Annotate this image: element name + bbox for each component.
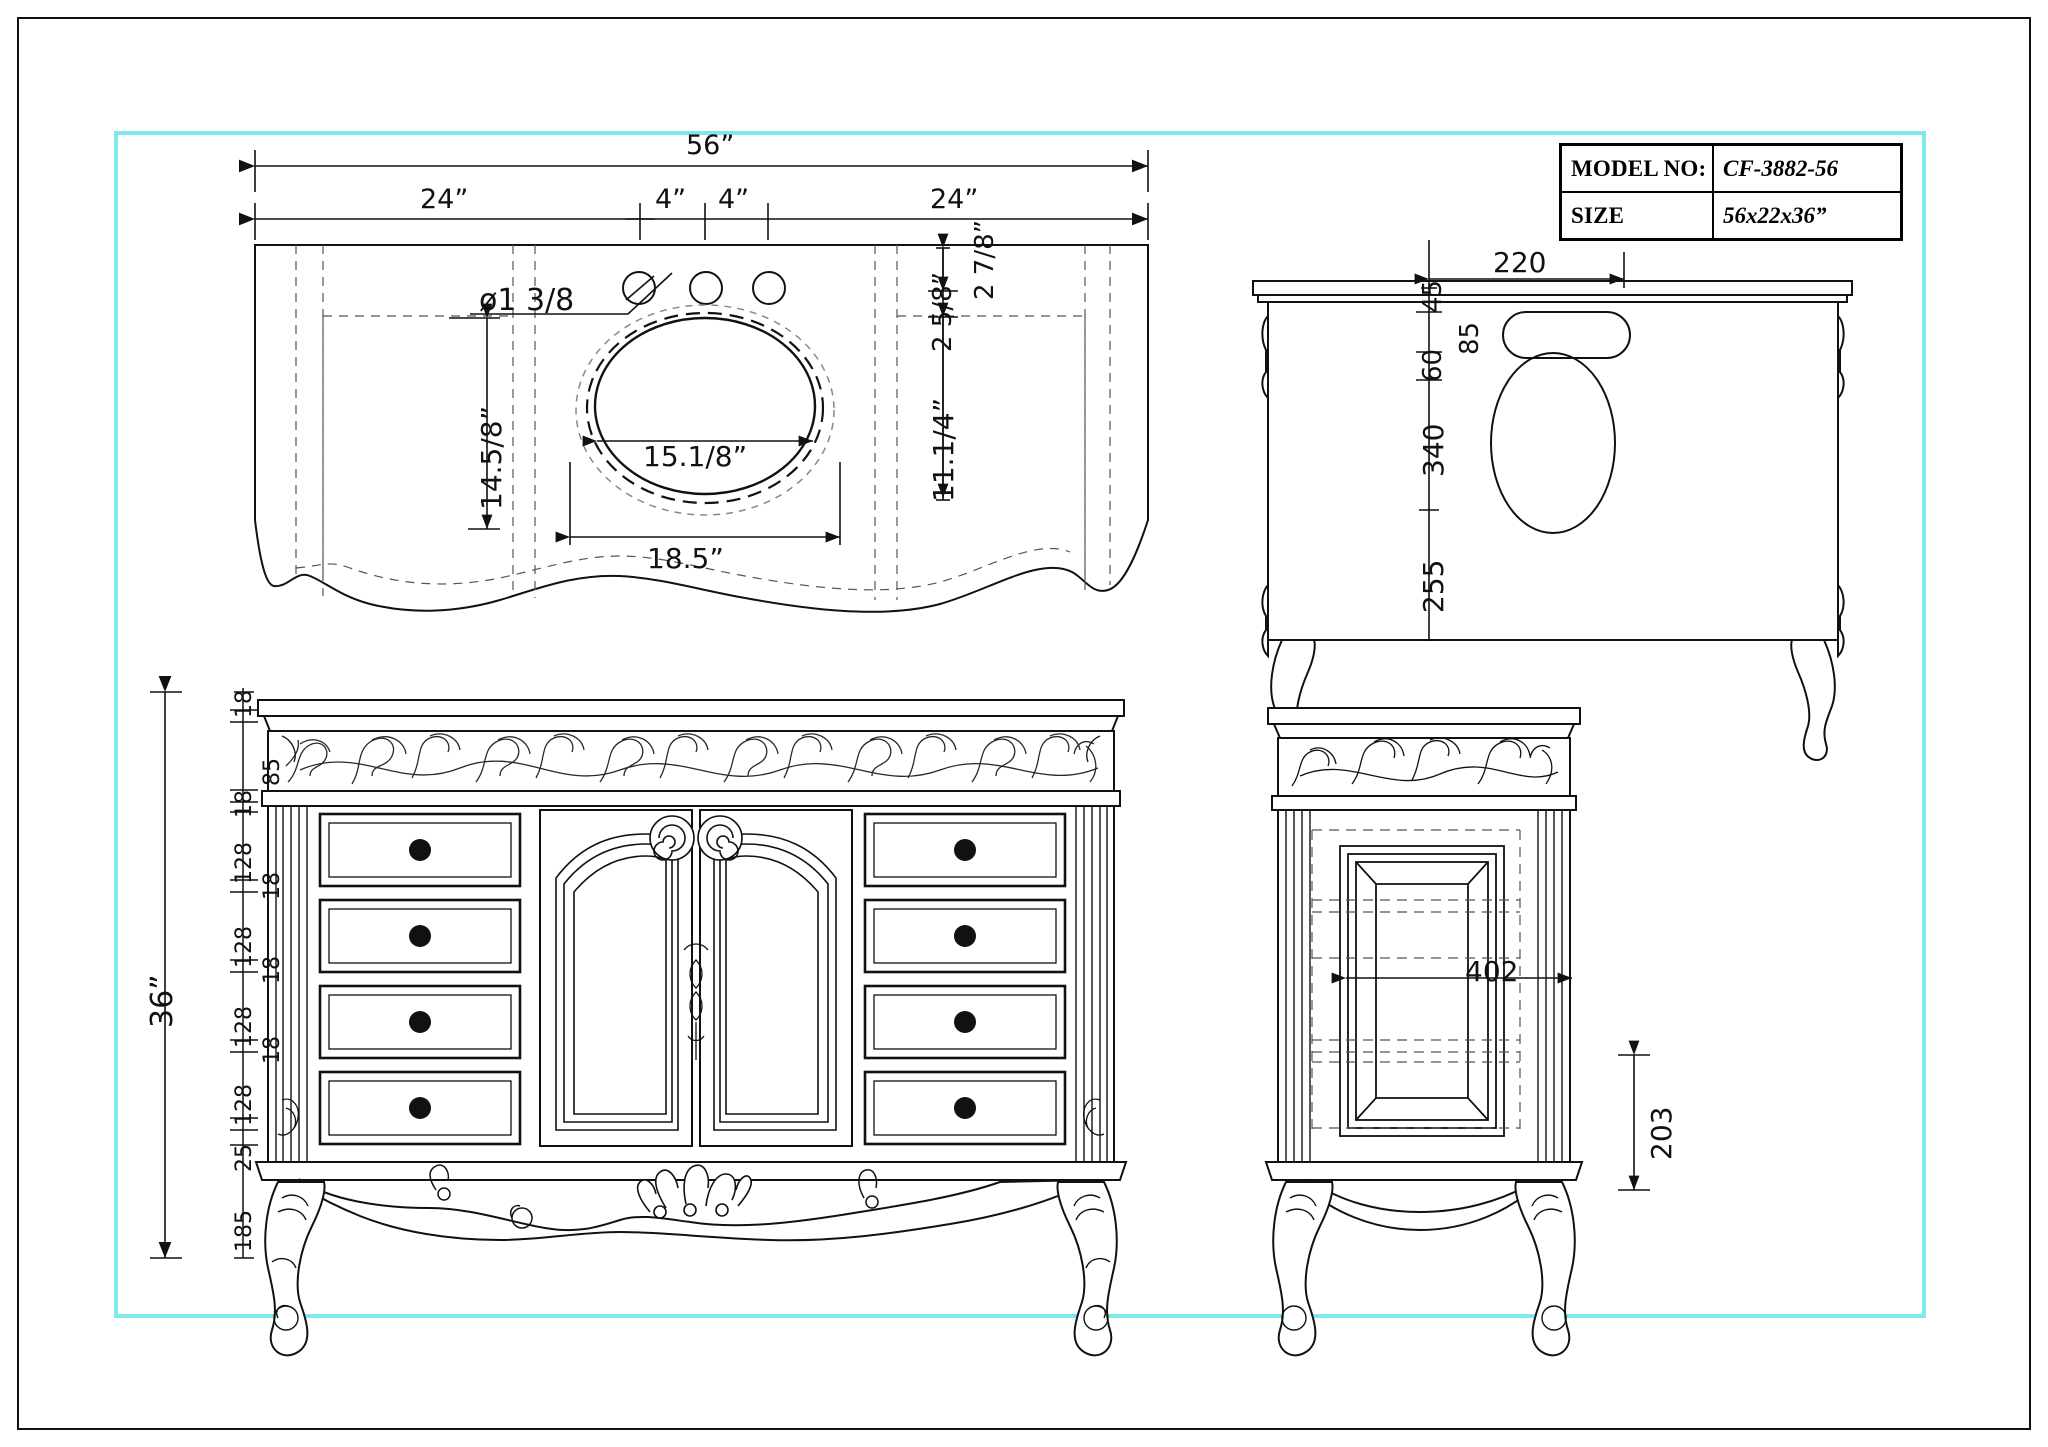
dim-side-width-220: 220 xyxy=(1493,246,1547,279)
dim-side-340: 340 xyxy=(1417,423,1450,477)
dim-front-s11: 25 xyxy=(232,1144,257,1172)
dim-front-s5: 18 xyxy=(260,872,285,900)
dim-front-s8: 128 xyxy=(232,1006,257,1048)
dim-front-overall-height: 36” xyxy=(145,974,180,1028)
drawer-knob xyxy=(954,839,976,1119)
dim-side-255: 255 xyxy=(1417,559,1450,613)
dim-sink-cutout-width: 18.5” xyxy=(647,542,724,575)
dim-top-left-depth: 14.5/8” xyxy=(475,405,508,510)
dim-front-s7: 18 xyxy=(260,956,285,984)
dim-side-45: 45 xyxy=(1418,279,1448,313)
dim-top-seg-1: 24” xyxy=(420,184,469,215)
dim-top-overall-width: 56” xyxy=(686,130,735,161)
dim-front-s3: 18 xyxy=(232,790,257,818)
dim-front-s9: 18 xyxy=(260,1036,285,1064)
dim-side-panel-402: 402 xyxy=(1465,955,1519,988)
dim-top-seg-4: 24” xyxy=(930,184,979,215)
dim-side-leg-203: 203 xyxy=(1645,1106,1678,1160)
size-label: SIZE xyxy=(1561,192,1713,239)
dim-top-seg-3: 4” xyxy=(718,184,750,215)
dim-front-s10: 128 xyxy=(232,1084,257,1126)
dim-front-s12: 185 xyxy=(232,1210,257,1252)
title-block-table: MODEL NO: CF-3882-56 SIZE 56x22x36” xyxy=(1559,143,1903,241)
dim-top-right-back-b: 2 5/8” xyxy=(928,271,958,352)
dim-sink-bowl-width: 15.1/8” xyxy=(643,440,748,473)
dim-front-s6: 128 xyxy=(232,926,257,968)
cabriole-leg xyxy=(1272,1181,1576,1357)
dim-front-s4: 128 xyxy=(232,842,257,884)
dim-front-s1: 18 xyxy=(232,690,257,718)
dim-front-s2: 85 xyxy=(260,758,285,786)
model-no-value: CF-3882-56 xyxy=(1713,145,1901,192)
dim-faucet-hole-diameter: ø1 3/8 xyxy=(479,283,575,318)
dim-side-85: 85 xyxy=(1455,321,1485,355)
drawer-knob xyxy=(409,839,431,1119)
faucet-hole xyxy=(622,271,786,305)
dim-top-right-back-a: 2 7/8” xyxy=(970,219,1000,300)
dim-top-right-depth: 11.1/4” xyxy=(927,397,960,502)
cabriole-leg xyxy=(264,1181,1118,1357)
model-no-label: MODEL NO: xyxy=(1561,145,1713,192)
dim-side-60: 60 xyxy=(1418,348,1448,382)
size-value: 56x22x36” xyxy=(1713,192,1901,239)
dim-top-seg-2: 4” xyxy=(655,184,687,215)
